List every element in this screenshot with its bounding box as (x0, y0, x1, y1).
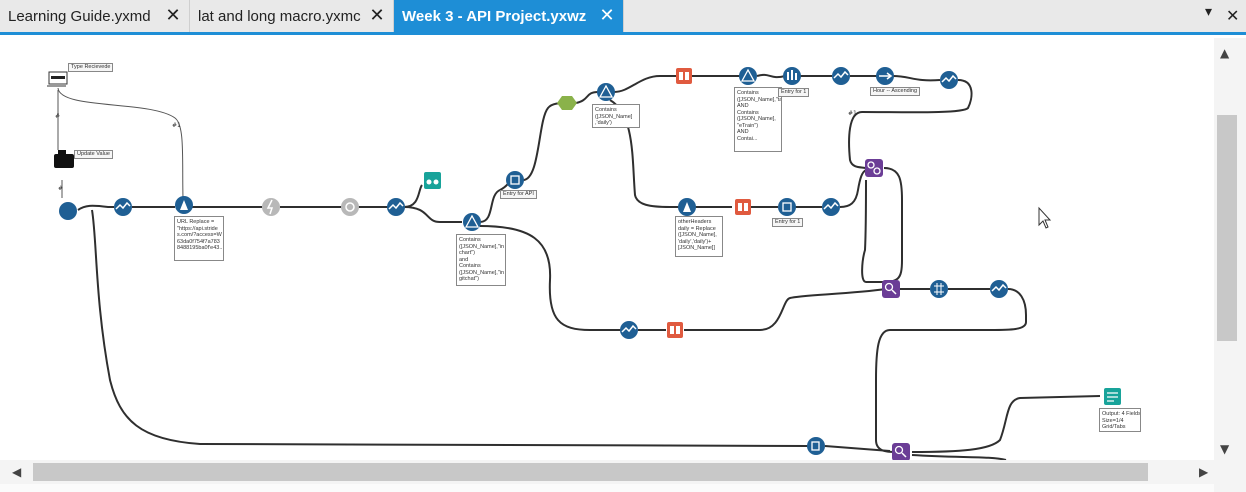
filter-tool[interactable] (597, 83, 615, 101)
tab-label: lat and long macro.yxmc (198, 7, 361, 25)
workflow-diagram: .c { fill:none; stroke:#2f2f2f; stroke-w… (47, 67, 1121, 460)
workflow-canvas[interactable]: .c { fill:none; stroke:#2f2f2f; stroke-w… (0, 38, 1214, 460)
tool-annotation: Type Recievede (68, 63, 114, 72)
scroll-up-arrow-icon[interactable]: ▲ (1220, 46, 1230, 60)
sort-tool[interactable] (876, 67, 894, 85)
output-annotation: Output: 4 Fields Size=1/4 Grid/Tabs (1099, 408, 1141, 432)
sample-tool[interactable] (778, 198, 796, 216)
filter-tool[interactable] (739, 67, 757, 85)
dynamic-input-tool[interactable] (807, 437, 825, 455)
text-to-columns-tool[interactable] (676, 68, 692, 84)
select-tool[interactable] (114, 198, 132, 216)
close-icon[interactable]: ✕ (599, 5, 615, 26)
tab-lat-long-macro[interactable]: lat and long macro.yxmc ✕ (190, 0, 394, 32)
filter-annotation: Contains ([JSON_Name],"in chart") and Co… (456, 234, 506, 286)
union-tool[interactable] (557, 96, 577, 110)
close-icon[interactable]: ✕ (165, 5, 181, 26)
svg-text:#1: #1 (172, 122, 181, 129)
download-tool[interactable] (262, 198, 280, 216)
select-tool[interactable] (940, 71, 958, 89)
select-tool[interactable] (822, 198, 840, 216)
formula-tool[interactable] (678, 198, 696, 216)
tab-label: Learning Guide.yxmd (8, 7, 151, 25)
interface-start-tool[interactable] (59, 202, 77, 220)
sample-tool[interactable] (506, 171, 524, 189)
formula-annotation: otherHeaders daily = Replace ([JSON_Name… (675, 216, 723, 257)
cross-tab-tool[interactable] (930, 280, 948, 298)
macro-input-tool[interactable] (54, 150, 74, 168)
table-output-tool[interactable] (1104, 388, 1121, 405)
scroll-right-arrow-icon[interactable]: ▶ (1199, 465, 1209, 479)
svg-text:#1: #1 (848, 110, 857, 117)
join-tool[interactable] (865, 159, 883, 177)
scroll-down-arrow-icon[interactable]: ▼ (1220, 442, 1230, 456)
tool-annotation: Entry for 1 (778, 88, 810, 97)
select-tool[interactable] (620, 321, 638, 339)
json-parse-tool[interactable] (341, 198, 359, 216)
find-replace-tool[interactable] (882, 280, 900, 298)
scroll-left-arrow-icon[interactable]: ◀ (12, 465, 22, 479)
mouse-cursor-icon (1038, 206, 1052, 229)
svg-text:#: # (58, 185, 63, 192)
window-close-icon[interactable]: ✕ (1226, 6, 1240, 25)
summarize-tool[interactable] (783, 67, 801, 85)
filter-annotation: Contains ([JSON_Name] ,'daily') (592, 104, 640, 128)
filter-tool[interactable] (463, 213, 481, 231)
text-to-columns-tool[interactable] (735, 199, 751, 215)
find-replace-tool[interactable] (892, 443, 910, 460)
formula-url-tool[interactable] (175, 196, 193, 214)
svg-text:#: # (55, 113, 60, 120)
connectors (57, 73, 1101, 460)
filter-annotation: Contains ([JSON_Name],"tags") AND Contai… (734, 87, 782, 152)
text-input-tool[interactable] (47, 71, 68, 87)
horizontal-scrollbar-thumb[interactable] (33, 463, 1148, 481)
scrollbar-corner (1214, 460, 1246, 492)
tab-menu-dropdown-icon[interactable]: ▾ (1205, 4, 1213, 20)
tab-label: Week 3 - API Project.yxwz (402, 7, 587, 25)
tool-annotation: Hour -- Ascending (870, 87, 921, 96)
browse-tool[interactable] (424, 172, 441, 189)
formula-annotation: URL Replace = "https://api.stride s.com/… (174, 216, 224, 261)
tab-learning-guide[interactable]: Learning Guide.yxmd ✕ (0, 0, 190, 32)
tool-annotation: Entry for 1 (772, 218, 804, 227)
select-tool[interactable] (832, 67, 850, 85)
bottom-strip (0, 484, 1214, 492)
tool-annotation: Update Value (74, 150, 113, 159)
close-icon[interactable]: ✕ (369, 5, 385, 26)
vertical-scrollbar-thumb[interactable] (1217, 115, 1237, 341)
select-tool[interactable] (387, 198, 405, 216)
text-to-columns-tool[interactable] (667, 322, 683, 338)
connection-anchors: #1 # #1 # (55, 110, 857, 192)
tab-week3-api-project[interactable]: Week 3 - API Project.yxwz ✕ (394, 0, 624, 32)
select-tool[interactable] (990, 280, 1008, 298)
tool-annotation: Entry for API (500, 190, 537, 199)
document-tab-bar: Learning Guide.yxmd ✕ lat and long macro… (0, 0, 1246, 35)
